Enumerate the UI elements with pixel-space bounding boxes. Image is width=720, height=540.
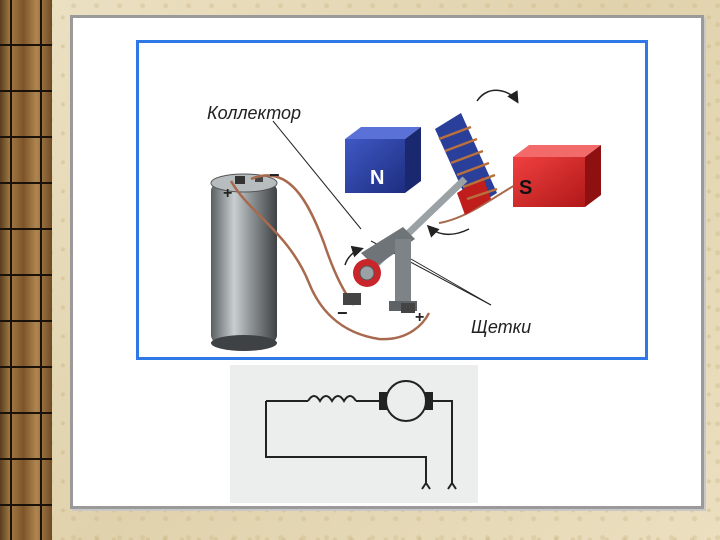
motor-brush-right xyxy=(425,392,433,410)
magnet-south xyxy=(513,145,601,207)
terminal-right xyxy=(447,482,457,490)
circuit-schematic-drawing xyxy=(265,380,457,490)
collector-leader-line xyxy=(272,120,362,230)
terminal-left xyxy=(421,482,431,490)
magnet-north xyxy=(345,127,421,193)
motor-illustration-frame: Коллектор Щетки N S + − − + xyxy=(136,40,648,360)
commutator xyxy=(344,245,381,287)
battery xyxy=(210,173,278,351)
motor-illustration xyxy=(210,89,601,351)
rotation-arrow-top xyxy=(476,89,519,104)
magnet-north-label: N xyxy=(370,167,385,189)
brush-minus-label: − xyxy=(337,303,348,323)
motor-symbol xyxy=(385,380,427,422)
brush-leader-line-2 xyxy=(410,258,492,306)
battery-minus-label: − xyxy=(269,165,280,185)
circuit-schematic xyxy=(230,365,478,503)
brushes-label: Щетки xyxy=(471,317,532,337)
brushes xyxy=(343,293,415,313)
rotor-coil xyxy=(435,113,498,215)
wire-negative xyxy=(250,174,355,306)
battery-plus-label: + xyxy=(223,185,233,202)
brush-plus-label: + xyxy=(415,309,425,326)
wire-positive xyxy=(229,180,431,341)
inductor-symbol xyxy=(307,395,357,403)
rotation-arrow-mid xyxy=(426,224,470,238)
magnet-south-label: S xyxy=(519,177,533,199)
circuit-wire-left-bottom xyxy=(265,401,427,483)
collector-label: Коллектор xyxy=(207,103,302,123)
decorative-stripe xyxy=(0,0,52,540)
wire-coil xyxy=(438,182,520,224)
circuit-wire-right xyxy=(432,400,453,483)
